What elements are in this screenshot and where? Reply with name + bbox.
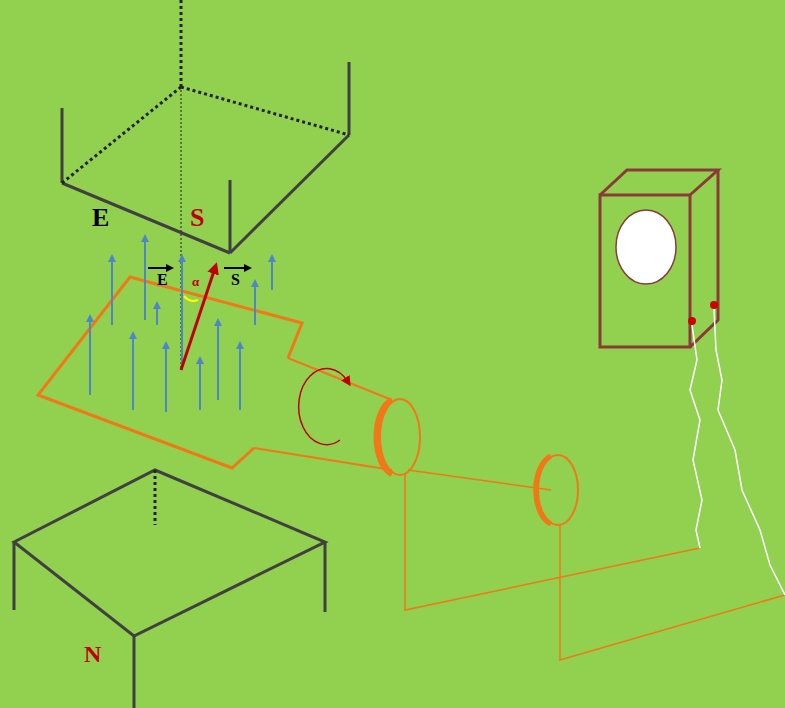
probe-wires bbox=[690, 309, 785, 595]
normal-vector bbox=[181, 268, 215, 370]
field-arrow bbox=[239, 345, 241, 410]
vector-label: S bbox=[231, 272, 240, 288]
field-arrow bbox=[271, 258, 273, 290]
rotation-arrow bbox=[299, 369, 348, 445]
angle-label: α bbox=[192, 275, 199, 288]
emf-label: E bbox=[92, 205, 109, 231]
pole-label: N bbox=[84, 642, 101, 666]
pole-label: S bbox=[190, 205, 204, 231]
vector-label: E bbox=[157, 272, 168, 288]
field-arrow bbox=[254, 283, 256, 325]
field-lines bbox=[90, 238, 272, 412]
oscilloscope bbox=[600, 170, 718, 347]
terminal bbox=[710, 301, 718, 309]
field-arrow bbox=[199, 360, 201, 410]
axis-line bbox=[181, 90, 182, 370]
coil bbox=[38, 277, 392, 470]
field-arrow bbox=[156, 305, 158, 325]
vector-arrow bbox=[148, 267, 170, 269]
angle-arc bbox=[184, 296, 198, 301]
field-arrow bbox=[132, 335, 134, 410]
field-arrow bbox=[217, 322, 219, 400]
terminal bbox=[688, 317, 696, 325]
slip-rings bbox=[377, 399, 785, 660]
field-arrow bbox=[165, 345, 167, 412]
field-arrow bbox=[144, 238, 146, 320]
field-arrow bbox=[89, 318, 91, 395]
vector-arrow bbox=[224, 267, 248, 269]
field-arrow bbox=[111, 258, 113, 325]
south-magnet bbox=[62, 0, 349, 253]
field-arrow bbox=[181, 258, 183, 370]
north-magnet bbox=[14, 470, 325, 708]
